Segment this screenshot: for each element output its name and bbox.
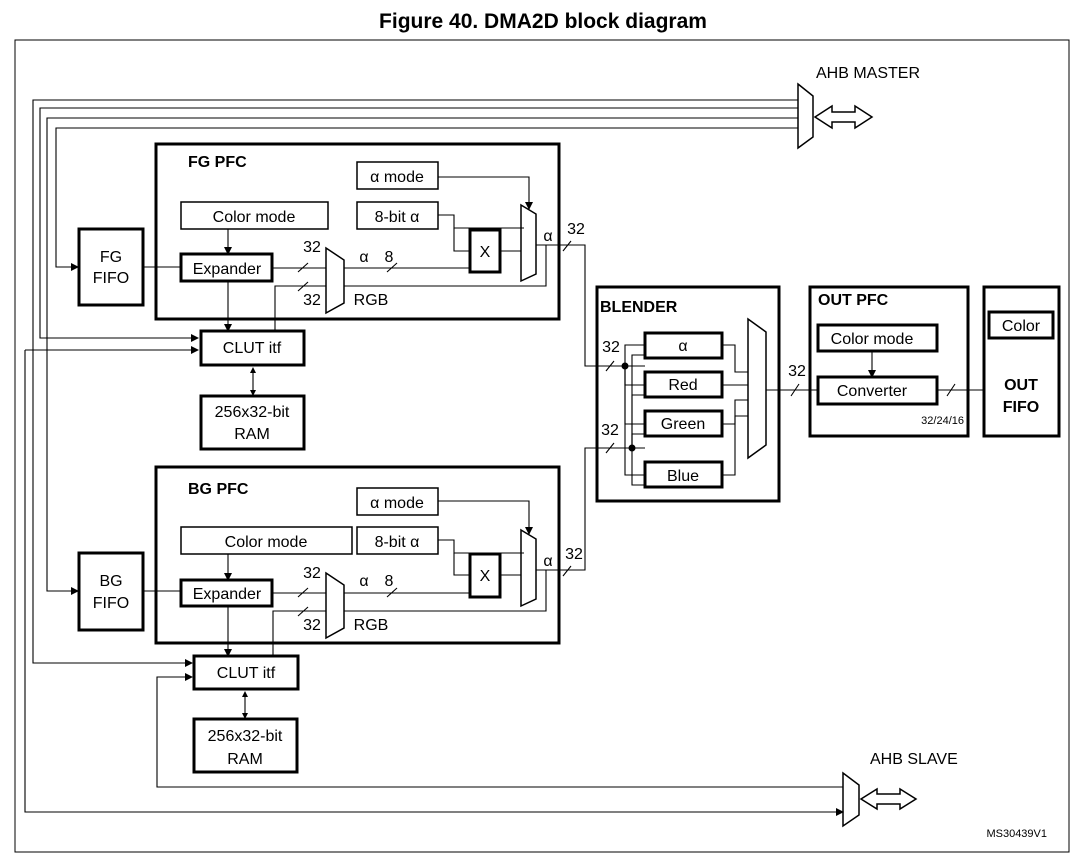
svg-text:Blue: Blue xyxy=(667,468,699,485)
bg-alpha-mux xyxy=(520,528,537,608)
svg-text:32: 32 xyxy=(601,422,619,439)
svg-text:256x32-bit: 256x32-bit xyxy=(215,404,290,421)
svg-text:BG: BG xyxy=(99,573,122,590)
svg-text:256x32-bit: 256x32-bit xyxy=(208,728,283,745)
fg-pfc: FG PFC α mode Color mode 8-bit α Expande… xyxy=(154,142,585,321)
svg-text:32: 32 xyxy=(567,221,585,238)
fg-alpha-mode-box xyxy=(356,161,439,190)
fg-color-mode-box xyxy=(180,201,329,230)
svg-text:CLUT itf: CLUT itf xyxy=(223,340,282,357)
ahb-master-label: AHB MASTER xyxy=(816,65,920,82)
svg-text:32: 32 xyxy=(788,363,806,380)
slave-bus-lines xyxy=(24,346,844,816)
svg-text:α: α xyxy=(678,338,687,355)
svg-text:Color mode: Color mode xyxy=(225,534,308,551)
svg-text:Color: Color xyxy=(1002,318,1041,335)
out-color-box xyxy=(987,310,1055,340)
out-pfc: OUT PFC Color mode Converter 32/24/16 xyxy=(808,285,984,438)
svg-text:α: α xyxy=(359,249,368,266)
svg-text:α: α xyxy=(359,573,368,590)
bg-pfc: BG PFC α mode Color mode 8-bit α Expande… xyxy=(154,465,583,645)
svg-text:CLUT itf: CLUT itf xyxy=(217,665,276,682)
svg-text:X: X xyxy=(480,568,491,585)
bg-wires xyxy=(143,447,645,719)
ahb-slave: AHB SLAVE xyxy=(842,751,958,828)
svg-text:α: α xyxy=(543,228,552,245)
svg-text:Red: Red xyxy=(668,377,697,394)
fg-pfc-title: FG PFC xyxy=(188,154,247,171)
bg-clut-itf: CLUT itf xyxy=(192,654,300,691)
diagram-frame xyxy=(14,39,1070,853)
svg-text:32: 32 xyxy=(303,239,321,256)
fg-wires xyxy=(143,240,645,396)
svg-text:8: 8 xyxy=(385,573,394,590)
svg-text:RGB: RGB xyxy=(354,617,389,634)
ahb-slave-label: AHB SLAVE xyxy=(870,751,958,768)
svg-text:32: 32 xyxy=(565,546,583,563)
bg-ram: 256x32-bit RAM xyxy=(192,717,299,774)
svg-text:32: 32 xyxy=(303,292,321,309)
svg-text:32: 32 xyxy=(303,617,321,634)
svg-text:Color mode: Color mode xyxy=(213,209,296,226)
bg-rgb-alpha-mux xyxy=(325,571,345,640)
svg-text:8-bit α: 8-bit α xyxy=(375,534,420,551)
svg-text:8: 8 xyxy=(385,249,394,266)
fg-fifo: FG FIFO xyxy=(77,227,145,307)
svg-text:α mode: α mode xyxy=(370,169,424,186)
svg-text:X: X xyxy=(480,244,491,261)
blender-output-mux xyxy=(747,317,767,460)
svg-text:OUT: OUT xyxy=(1004,377,1038,394)
ahb-master: AHB MASTER xyxy=(797,65,920,150)
master-bus-lines xyxy=(32,99,798,667)
ahb-slave-bidirectional-arrow xyxy=(859,787,918,811)
svg-text:Converter: Converter xyxy=(837,383,908,400)
svg-text:Expander: Expander xyxy=(193,586,262,603)
svg-text:RGB: RGB xyxy=(354,292,389,309)
svg-text:32/24/16: 32/24/16 xyxy=(921,415,964,427)
svg-text:32: 32 xyxy=(303,565,321,582)
document-reference: MS30439V1 xyxy=(986,828,1047,840)
fg-clut-itf: CLUT itf xyxy=(199,329,306,367)
ahb-master-bidirectional-arrow xyxy=(813,104,874,130)
bg-pfc-title: BG PFC xyxy=(188,481,249,498)
fg-alpha-mux xyxy=(520,203,537,283)
svg-text:32: 32 xyxy=(602,339,620,356)
figure-title: Figure 40. DMA2D block diagram xyxy=(379,10,707,33)
svg-text:α mode: α mode xyxy=(370,495,424,512)
svg-text:FIFO: FIFO xyxy=(93,270,129,287)
out-color-mode-box xyxy=(816,323,939,353)
svg-text:α: α xyxy=(543,553,552,570)
svg-text:RAM: RAM xyxy=(234,426,270,443)
svg-text:Color mode: Color mode xyxy=(831,331,914,348)
svg-text:Green: Green xyxy=(661,416,705,433)
bg-color-mode-box xyxy=(180,526,353,555)
svg-text:FIFO: FIFO xyxy=(1003,399,1039,416)
svg-text:FIFO: FIFO xyxy=(93,595,129,612)
out-pfc-title: OUT PFC xyxy=(818,292,889,309)
blender: BLENDER 32 32 α Red Green Blue xyxy=(595,285,781,503)
out-fifo: Color OUT FIFO xyxy=(982,285,1061,438)
svg-text:8-bit α: 8-bit α xyxy=(375,209,420,226)
svg-text:FG: FG xyxy=(100,249,122,266)
bg-fifo: BG FIFO xyxy=(77,551,145,632)
fg-rgb-alpha-mux xyxy=(325,246,345,315)
svg-text:Expander: Expander xyxy=(193,261,262,278)
fg-ram: 256x32-bit RAM xyxy=(199,394,306,451)
svg-text:RAM: RAM xyxy=(227,751,263,768)
blender-title: BLENDER xyxy=(600,299,678,316)
